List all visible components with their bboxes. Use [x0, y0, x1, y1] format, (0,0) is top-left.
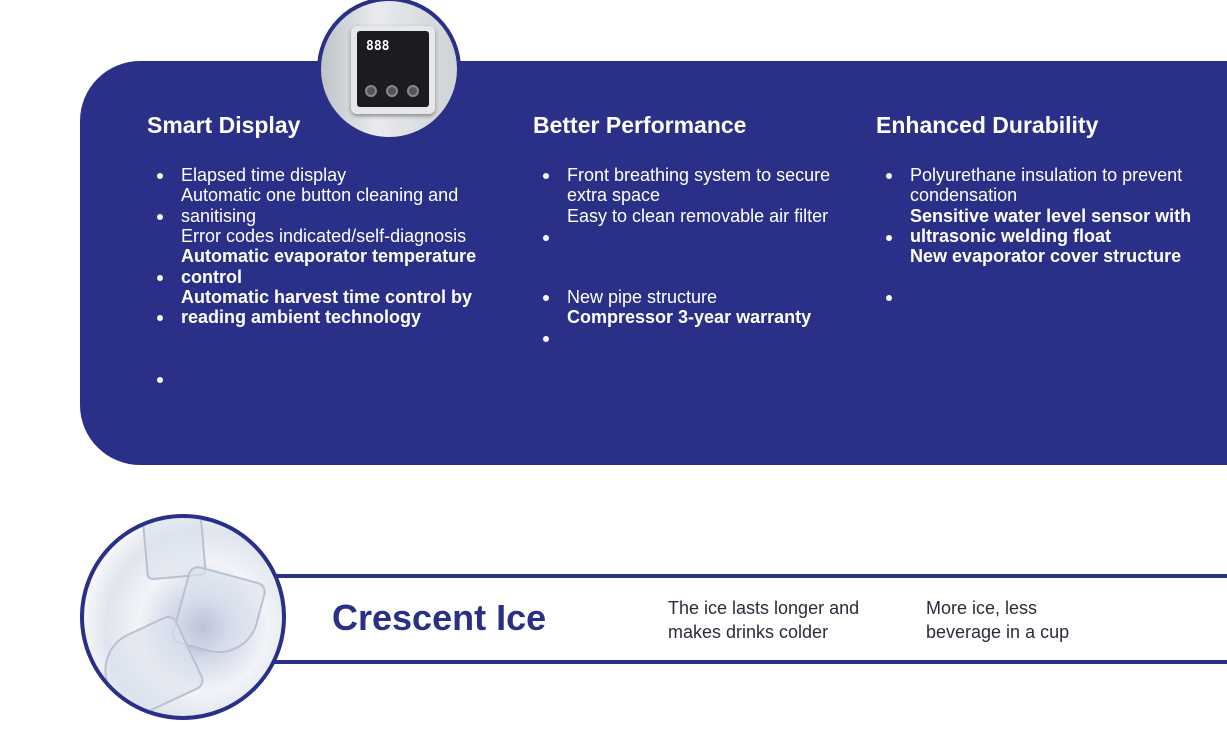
feature-line: Polyurethane insulation to prevent — [910, 165, 1183, 185]
feature-line: Easy to clean removable air filter — [567, 206, 829, 226]
feature-line: reading ambient technology — [181, 307, 422, 327]
power-button-icon — [365, 85, 377, 97]
bullet — [543, 235, 549, 241]
bullet — [886, 295, 892, 301]
bullet — [157, 214, 163, 220]
feature-line: control — [181, 267, 242, 287]
crescent-ice-image — [80, 514, 286, 720]
heading-smart-display: Smart Display — [147, 112, 301, 138]
bullet — [543, 336, 549, 342]
feature-line: Front breathing system to secure — [567, 165, 831, 185]
bullet — [543, 295, 549, 301]
bullet — [157, 377, 163, 383]
feature-line: New evaporator cover structure — [910, 246, 1182, 266]
feature-line: extra space — [567, 185, 661, 205]
feature-line: condensation — [910, 185, 1018, 205]
wash-button-icon — [386, 85, 398, 97]
features-panel — [80, 61, 1227, 465]
feature-line: Error codes indicated/self-diagnosis — [181, 226, 467, 246]
bullet — [886, 173, 892, 179]
crescent-ice-title: Crescent Ice — [332, 597, 547, 638]
band-bottom-line — [270, 660, 1227, 664]
feature-line: Automatic evaporator temperature — [181, 246, 477, 266]
control-panel-image: 888 — [317, 0, 461, 141]
check-button-icon — [407, 85, 419, 97]
feature-line: Elapsed time display — [181, 165, 347, 185]
bullet — [157, 275, 163, 281]
band-top-line — [270, 574, 1227, 578]
feature-line: Automatic one button cleaning and — [181, 185, 459, 205]
bullet — [543, 173, 549, 179]
feature-line: Sensitive water level sensor with — [910, 206, 1192, 226]
bullet — [157, 173, 163, 179]
bullet — [886, 235, 892, 241]
feature-line: Compressor 3-year warranty — [567, 307, 812, 327]
feature-line: New pipe structure — [567, 287, 718, 307]
heading-enhanced-durability: Enhanced Durability — [876, 112, 1099, 138]
benefit-more-ice: More ice, less beverage in a cup — [926, 598, 1070, 642]
feature-line: Automatic harvest time control by — [181, 287, 473, 307]
bullet — [157, 315, 163, 321]
benefit-longer-lasting: The ice lasts longer and makes drinks co… — [668, 598, 860, 642]
feature-line: ultrasonic welding float — [910, 226, 1112, 246]
feature-line: sanitising — [181, 206, 257, 226]
heading-better-performance: Better Performance — [533, 112, 747, 138]
display-readout: 888 — [366, 39, 390, 54]
